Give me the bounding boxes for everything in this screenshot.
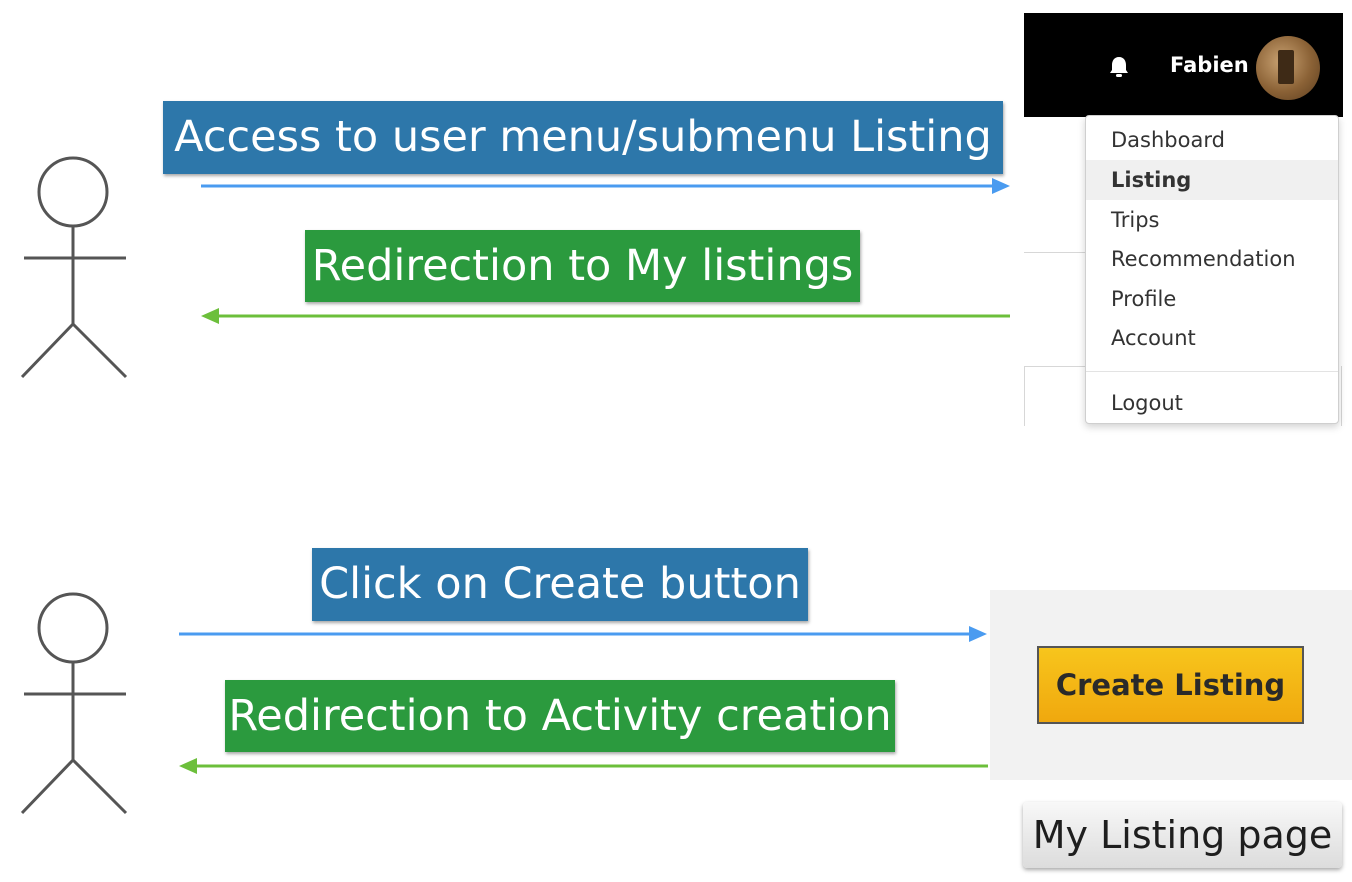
create-listing-button[interactable]: Create Listing [1037,646,1304,724]
page-caption: My Listing page [1023,802,1342,868]
top-response-label: Redirection to My listings [305,230,860,302]
arrow-top-request [201,178,1010,194]
top-request-label: Access to user menu/submenu Listing [163,101,1003,174]
arrow-top-response [201,308,1010,324]
actor-user-2 [20,592,128,815]
username[interactable]: Fabien [1170,53,1249,77]
page-edge-right [1341,366,1342,426]
page-divider-2 [1024,366,1085,367]
navbar: Fabien [1024,13,1343,117]
menu-item-dashboard[interactable]: Dashboard [1111,128,1225,152]
user-dropdown-menu: Dashboard Listing Trips Recommendation P… [1085,115,1339,424]
menu-item-logout[interactable]: Logout [1111,391,1183,415]
menu-item-listing[interactable]: Listing [1086,160,1338,200]
bell-icon[interactable] [1108,55,1130,79]
menu-item-profile[interactable]: Profile [1111,287,1177,311]
bottom-request-label: Click on Create button [312,548,808,621]
menu-item-account[interactable]: Account [1111,326,1196,350]
arrow-bottom-request [179,626,987,642]
page-edge-left [1024,366,1025,426]
bottom-response-label: Redirection to Activity creation [225,680,895,752]
avatar[interactable] [1256,36,1320,100]
page-divider-1 [1024,252,1085,253]
menu-item-recommendation[interactable]: Recommendation [1111,247,1296,271]
avatar-image [1278,50,1294,84]
arrow-bottom-response [179,758,988,774]
menu-item-trips[interactable]: Trips [1111,208,1160,232]
menu-divider [1086,371,1338,372]
actor-user-1 [20,156,128,379]
